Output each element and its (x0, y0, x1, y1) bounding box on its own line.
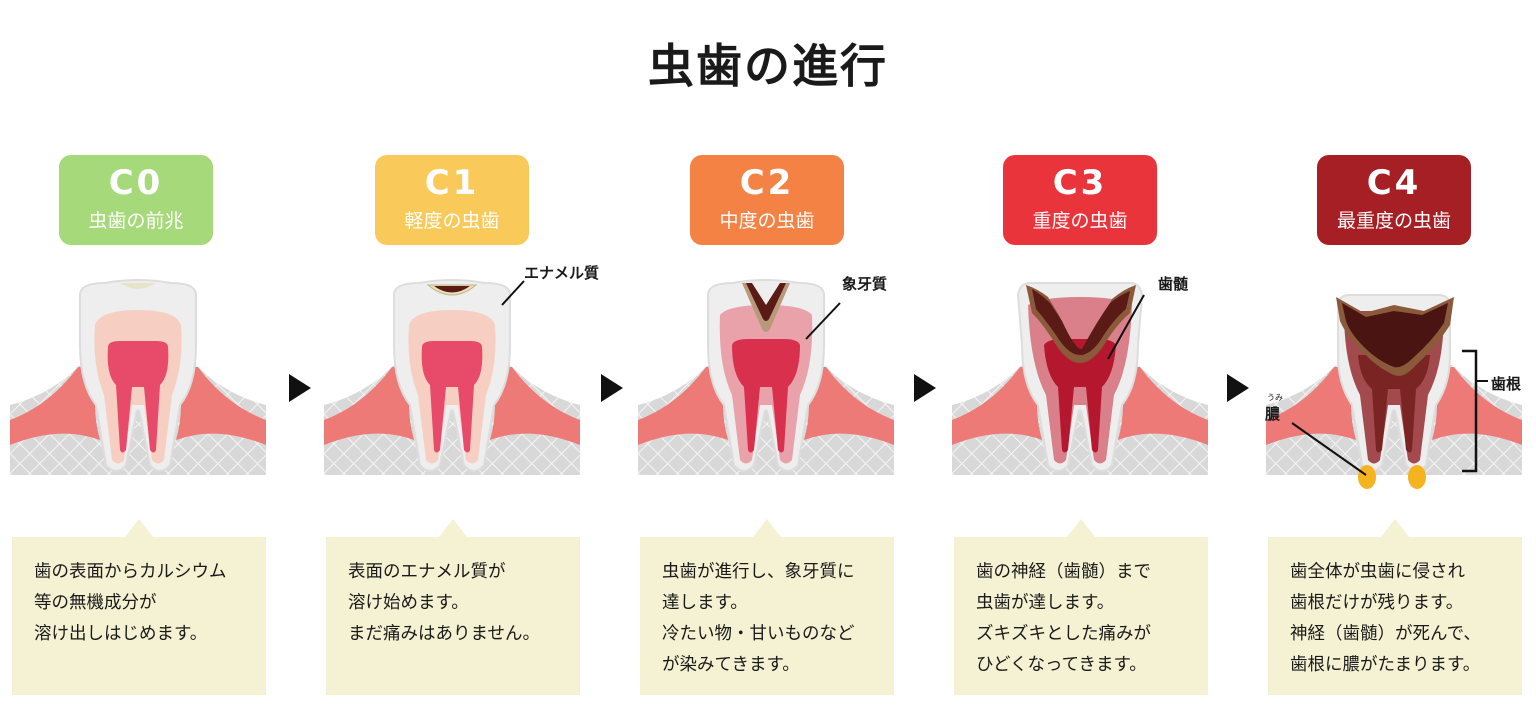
description-line: 溶け出しはじめます。 (34, 624, 208, 644)
description-line: 冷たい物・甘いものなど (662, 624, 855, 644)
arrow-right-icon (289, 374, 311, 402)
tooth-illustration-c1 (324, 279, 580, 475)
page-title: 虫歯の進行 (648, 39, 888, 93)
stage-description-c3: 歯の神経（歯髄）まで 虫歯が達します。 ズキズキとした痛みが ひどくなってきます… (954, 519, 1208, 695)
tooth-panel-c0: 歯の表面からカルシウム 等の無機成分が 溶け出しはじめます。 (10, 0, 266, 724)
description-line: 溶け始めます。 (348, 593, 469, 613)
stage-subtitle: 中度の虫歯 (719, 210, 815, 232)
description-line: 虫歯が達します。 (976, 593, 1115, 613)
stage-code: C4 (1366, 163, 1422, 203)
stage-subtitle: 最重度の虫歯 (1336, 210, 1451, 232)
description-line: が染みてきます。 (662, 655, 800, 675)
stage-badge-c0: C0 虫歯の前兆 (59, 155, 213, 245)
tooth-panel-c2: 虫歯が進行し、象牙質に 達します。 冷たい物・甘いものなど が染みてきます。 (638, 0, 894, 724)
description-line: 達します。 (662, 593, 748, 613)
description-line: 歯全体が虫歯に侵され (1290, 562, 1465, 582)
tooth-illustration-c2 (638, 279, 894, 475)
label-pus-ruby: うみ (1267, 393, 1283, 402)
description-line: 等の無機成分が (34, 593, 157, 613)
description-line: ズキズキとした痛みが (976, 624, 1151, 644)
stage-badge-c4: C4 最重度の虫歯 (1317, 155, 1471, 245)
tooth-panel-c3: 歯の神経（歯髄）まで 虫歯が達します。 ズキズキとした痛みが ひどくなってきます… (952, 0, 1208, 724)
label-dentin: 象牙質 (842, 275, 888, 293)
stage-subtitle: 虫歯の前兆 (88, 210, 184, 232)
stage-badge-c2: C2 中度の虫歯 (690, 155, 844, 245)
label-root: 歯根 (1491, 375, 1522, 393)
stage-code: C0 (108, 163, 164, 203)
arrow-right-icon (601, 374, 623, 402)
tooth-illustration-c4 (1266, 294, 1522, 489)
label-pulp: 歯髄 (1158, 275, 1189, 293)
stage-badge-c1: C1 軽度の虫歯 (375, 155, 529, 245)
description-line: 虫歯が進行し、象牙質に (662, 562, 855, 582)
arrow-right-icon (1227, 374, 1249, 402)
tooth-panel-c4: 歯全体が虫歯に侵され 歯根だけが残ります。 神経（歯髄）が死んで、 歯根に膿がた… (1266, 0, 1522, 724)
stage-description-c0: 歯の表面からカルシウム 等の無機成分が 溶け出しはじめます。 (12, 519, 266, 695)
description-line: 神経（歯髄）が死んで、 (1290, 624, 1481, 644)
label-enamel: エナメル質 (524, 264, 600, 282)
description-line: 歯の神経（歯髄）まで (976, 562, 1151, 582)
tooth-illustration-c0 (10, 279, 266, 475)
stage-code: C3 (1052, 163, 1108, 203)
description-line: ひどくなってきます。 (976, 655, 1147, 675)
description-line: 歯根だけが残ります。 (1290, 593, 1464, 613)
tooth-illustration-c3 (952, 282, 1208, 475)
stage-description-c1: 表面のエナメル質が 溶け始めます。 まだ痛みはありません。 (326, 519, 580, 695)
stage-subtitle: 重度の虫歯 (1032, 210, 1128, 232)
arrow-right-icon (914, 374, 936, 402)
label-pus: 膿 (1265, 405, 1281, 423)
stage-code: C2 (739, 163, 795, 203)
description-line: 歯の表面からカルシウム (34, 562, 227, 582)
stage-code: C1 (424, 163, 480, 203)
description-line: 歯根に膿がたまります。 (1290, 655, 1481, 675)
stage-description-c2: 虫歯が進行し、象牙質に 達します。 冷たい物・甘いものなど が染みてきます。 (640, 519, 894, 695)
description-line: まだ痛みはありません。 (348, 624, 540, 644)
stage-subtitle: 軽度の虫歯 (404, 210, 500, 232)
tooth-panel-c1: 表面のエナメル質が 溶け始めます。 まだ痛みはありません。 (324, 0, 580, 724)
description-line: 表面のエナメル質が (348, 562, 506, 582)
stage-badge-c3: C3 重度の虫歯 (1003, 155, 1157, 245)
stage-description-c4: 歯全体が虫歯に侵され 歯根だけが残ります。 神経（歯髄）が死んで、 歯根に膿がた… (1268, 519, 1522, 695)
